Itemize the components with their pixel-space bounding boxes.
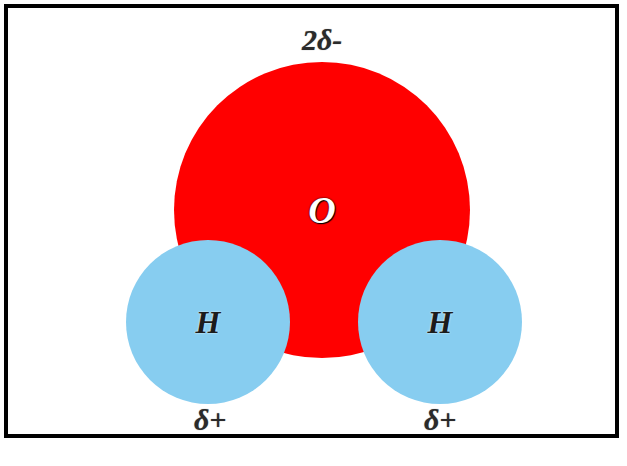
- atom-circle: [126, 240, 290, 404]
- hydrogen-atom: H: [358, 240, 522, 404]
- frame-rect: [6, 6, 617, 436]
- charge-label: δ+: [424, 405, 456, 435]
- element-symbol: H: [428, 306, 453, 338]
- charge-label: δ+: [194, 405, 226, 435]
- charge-label: 2δ-: [302, 25, 342, 55]
- element-symbol: H: [196, 306, 221, 338]
- atom-circle: [358, 240, 522, 404]
- hydrogen-atom: H: [126, 240, 290, 404]
- element-symbol: O: [308, 191, 335, 229]
